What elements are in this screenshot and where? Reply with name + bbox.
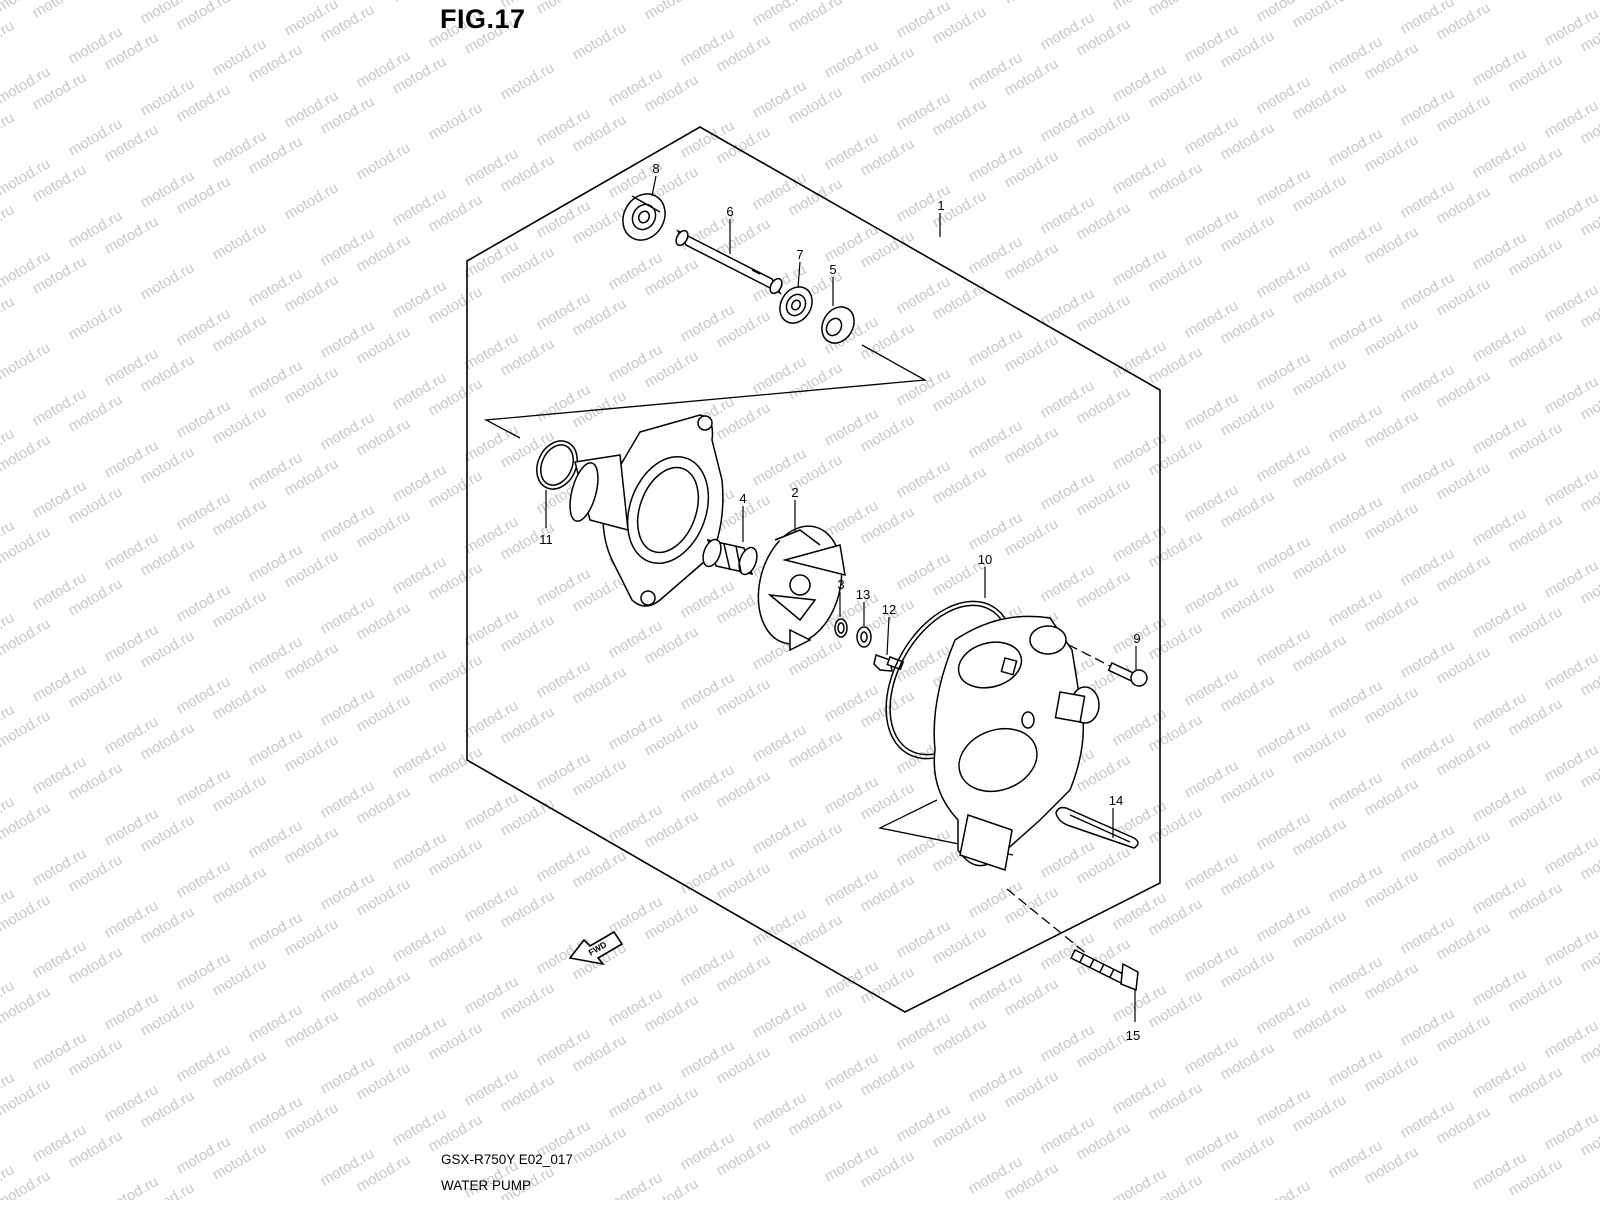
watermark-text: motod.ru xyxy=(66,299,126,343)
washer-part-3 xyxy=(835,619,847,637)
watermark-text: motod.ru xyxy=(210,219,270,263)
figure-code: GSX-R750Y E02_017 xyxy=(441,1152,573,1167)
watermark-text: motod.ru xyxy=(1254,1177,1314,1200)
watermark-text: motod.ru xyxy=(498,59,558,103)
watermark-text: motod.ru xyxy=(1002,0,1062,7)
figure-title: FIG.17 xyxy=(440,4,526,35)
callout-7: 7 xyxy=(796,247,803,262)
watermark-text: motod.ru xyxy=(0,293,17,337)
watermark-text: motod.ru xyxy=(1146,0,1206,19)
watermark-text: motod.ru xyxy=(0,17,17,61)
watermark-text: motod.ru xyxy=(0,109,17,153)
callout-13: 13 xyxy=(856,587,870,602)
callout-1: 1 xyxy=(937,198,944,213)
callout-3: 3 xyxy=(837,577,844,592)
watermark-text: motod.ru xyxy=(0,339,53,383)
watermark-text: motod.ru xyxy=(1506,0,1566,3)
watermark-text: motod.ru xyxy=(354,139,414,183)
mechanical-seal-part-4 xyxy=(700,537,761,577)
callout-4: 4 xyxy=(739,491,746,506)
watermark-text: motod.ru xyxy=(0,201,17,245)
callout-14: 14 xyxy=(1109,793,1123,808)
callout-12: 12 xyxy=(882,602,896,617)
callout-15: 15 xyxy=(1126,1028,1140,1043)
figure-name: WATER PUMP xyxy=(441,1178,531,1193)
watermark-text: motod.ru xyxy=(30,0,90,21)
watermark-text: motod.ru xyxy=(102,1173,162,1200)
watermark-text: motod.ru xyxy=(642,0,702,23)
callout-9: 9 xyxy=(1133,631,1140,646)
pump-cover xyxy=(934,616,1099,870)
washer-part-13 xyxy=(857,627,871,647)
watermark-text: motod.ru xyxy=(282,179,342,223)
callout-8: 8 xyxy=(652,161,659,176)
callout-11: 11 xyxy=(539,532,553,547)
watermark-text: motod.ru xyxy=(570,19,630,63)
callout-6: 6 xyxy=(726,204,733,219)
callout-5: 5 xyxy=(829,262,836,277)
watermark-text: motod.ru xyxy=(138,259,198,303)
callout-2: 2 xyxy=(791,485,798,500)
watermark-text: motod.ru xyxy=(534,0,594,17)
watermark-text: motod.ru xyxy=(426,99,486,143)
callout-10: 10 xyxy=(978,552,992,567)
watermark-text: motod.ru xyxy=(1290,0,1350,31)
